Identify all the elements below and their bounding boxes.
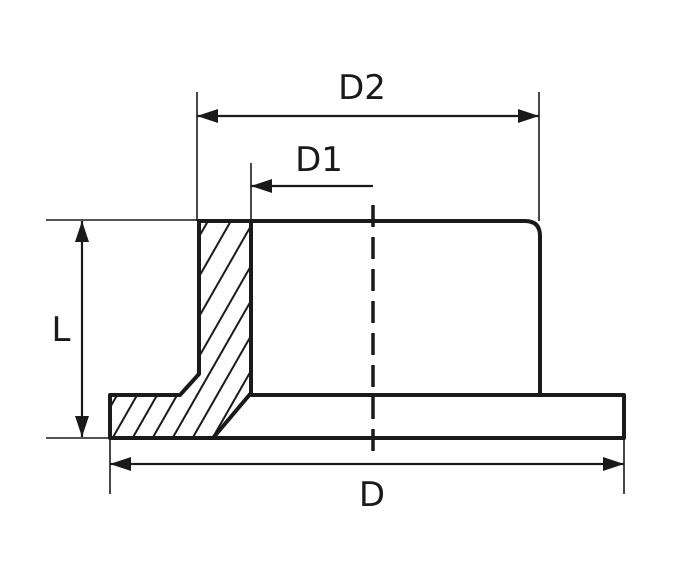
bore-wall [249, 221, 540, 397]
d2-label: D2 [338, 68, 386, 108]
d-dimension [109, 438, 625, 494]
l-label: L [52, 310, 71, 350]
l-dimension [46, 219, 199, 439]
d-label: D [359, 475, 385, 515]
d1-label: D1 [295, 140, 343, 180]
d1-dimension [250, 163, 373, 221]
d2-dimension [196, 92, 540, 221]
section-chamfer [211, 391, 253, 440]
part-outline [108, 219, 626, 440]
